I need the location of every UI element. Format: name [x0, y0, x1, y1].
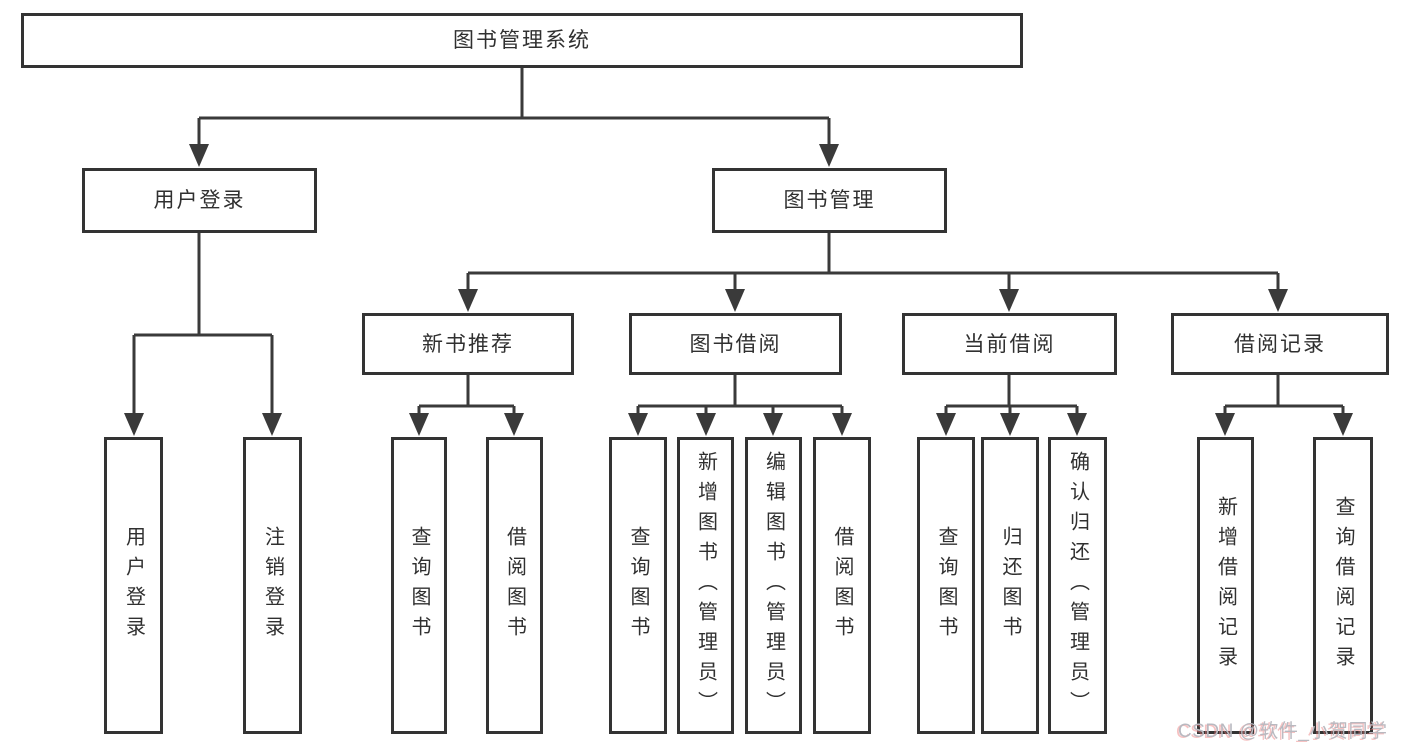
node-current-borrow: 当前借阅 [902, 313, 1117, 375]
node-new-book-recommend: 新书推荐 [362, 313, 574, 375]
leaf-borrow-books-recommend: 借阅图书 [486, 437, 543, 734]
leaf-edit-book-admin: 编辑图书（管理员） [745, 437, 802, 734]
leaf-return-books: 归还图书 [981, 437, 1039, 734]
leaf-query-books-borrow: 查询图书 [609, 437, 667, 734]
leaf-query-borrow-record: 查询借阅记录 [1313, 437, 1373, 734]
csdn-watermark: CSDN @软件_小贺同学 [1178, 721, 1388, 742]
node-book-management: 图书管理 [712, 168, 947, 233]
node-borrow-records: 借阅记录 [1171, 313, 1389, 375]
leaf-add-borrow-record: 新增借阅记录 [1197, 437, 1254, 734]
leaf-confirm-return-admin: 确认归还（管理员） [1048, 437, 1107, 734]
node-book-borrow: 图书借阅 [629, 313, 842, 375]
node-user-login: 用户登录 [82, 168, 317, 233]
leaf-add-book-admin: 新增图书（管理员） [677, 437, 734, 734]
leaf-logout: 注销登录 [243, 437, 302, 734]
leaf-query-books-current: 查询图书 [917, 437, 975, 734]
node-library-management-system: 图书管理系统 [21, 13, 1023, 68]
leaf-query-books-recommend: 查询图书 [391, 437, 447, 734]
leaf-borrow-books: 借阅图书 [813, 437, 871, 734]
leaf-user-login: 用户登录 [104, 437, 163, 734]
arrowheads [124, 144, 1353, 436]
